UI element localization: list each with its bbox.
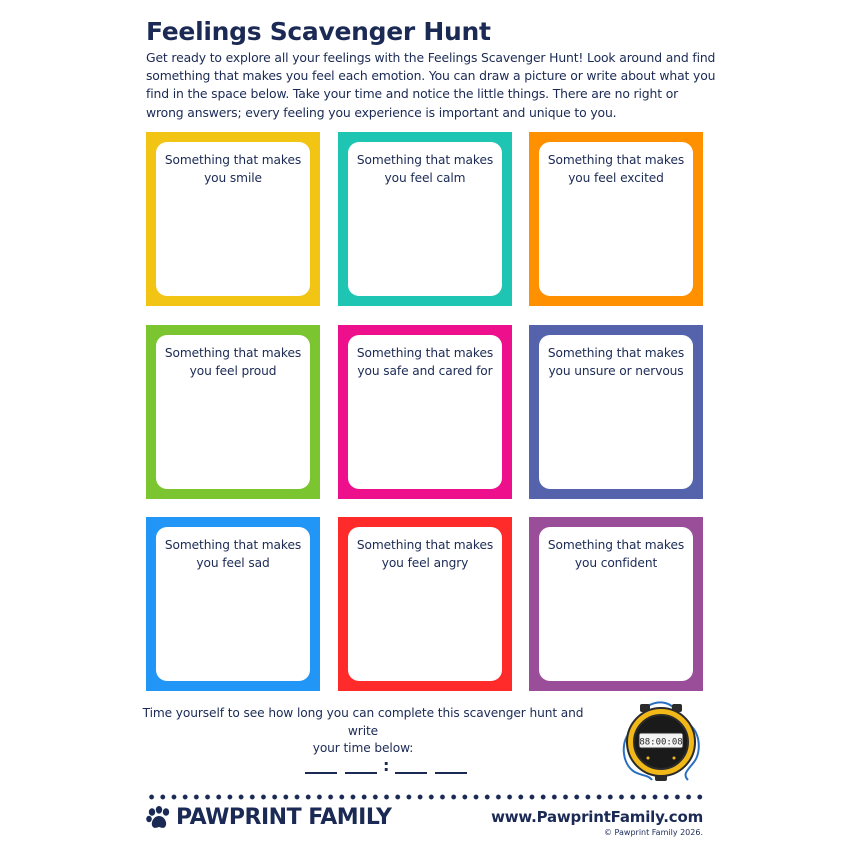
prompt-line2: you confident bbox=[574, 555, 658, 570]
prompt-line1: Something that makes bbox=[547, 538, 685, 552]
prompt-line2: you feel calm bbox=[384, 170, 466, 185]
drawing-area[interactable]: Something that makes you feel calm bbox=[348, 142, 502, 296]
feeling-box-excited[interactable]: Something that makes you feel excited bbox=[529, 132, 703, 306]
dotted-divider bbox=[146, 794, 706, 800]
prompt-line1: Something that makes bbox=[547, 346, 685, 360]
prompt-line2: you unsure or nervous bbox=[548, 363, 684, 378]
minutes-tens-blank[interactable] bbox=[305, 772, 337, 774]
prompt-line1: Something that makes bbox=[356, 346, 494, 360]
timer-instructions: Time yourself to see how long you can co… bbox=[140, 705, 586, 758]
feeling-box-confident[interactable]: Something that makes you confident bbox=[529, 517, 703, 691]
drawing-area[interactable]: Something that makes you feel angry bbox=[348, 527, 502, 681]
feeling-box-sad[interactable]: Something that makes you feel sad bbox=[146, 517, 320, 691]
brand-logo: PAWPRINT FAMILY bbox=[146, 805, 392, 830]
stopwatch-icon: 88:00:08 bbox=[618, 700, 704, 784]
drawing-area[interactable]: Something that makes you feel sad bbox=[156, 527, 310, 681]
intro-paragraph: Get ready to explore all your feelings w… bbox=[146, 50, 716, 120]
feeling-box-calm[interactable]: Something that makes you feel calm bbox=[338, 132, 512, 306]
prompt-line2: you feel excited bbox=[568, 170, 664, 185]
time-entry: : bbox=[305, 756, 468, 775]
prompt-line1: Something that makes bbox=[356, 538, 494, 552]
time-separator: : bbox=[383, 756, 390, 775]
page-title: Feelings Scavenger Hunt bbox=[146, 17, 491, 46]
feeling-box-smile[interactable]: Something that makes you smile bbox=[146, 132, 320, 306]
prompt-line2: you safe and cared for bbox=[357, 363, 493, 378]
seconds-ones-blank[interactable] bbox=[435, 772, 468, 774]
drawing-area[interactable]: Something that makes you safe and cared … bbox=[348, 335, 502, 489]
drawing-area[interactable]: Something that makes you feel excited bbox=[539, 142, 693, 296]
drawing-area[interactable]: Something that makes you feel proud bbox=[156, 335, 310, 489]
paw-icon bbox=[146, 806, 170, 828]
prompt-line1: Something that makes bbox=[547, 153, 685, 167]
prompt-line1: Something that makes bbox=[164, 538, 302, 552]
prompt-line1: Something that makes bbox=[164, 153, 302, 167]
svg-text:88:00:08: 88:00:08 bbox=[639, 738, 682, 748]
drawing-area[interactable]: Something that makes you unsure or nervo… bbox=[539, 335, 693, 489]
prompt-line2: you feel proud bbox=[189, 363, 277, 378]
seconds-tens-blank[interactable] bbox=[395, 772, 428, 774]
feeling-box-nervous[interactable]: Something that makes you unsure or nervo… bbox=[529, 325, 703, 499]
prompt-line1: Something that makes bbox=[356, 153, 494, 167]
website-link[interactable]: www.PawprintFamily.com bbox=[491, 808, 703, 826]
prompt-line1: Something that makes bbox=[164, 346, 302, 360]
copyright-notice: © Pawprint Family 2026. bbox=[604, 828, 703, 837]
timer-instruction-line1: Time yourself to see how long you can co… bbox=[142, 706, 584, 738]
feeling-box-angry[interactable]: Something that makes you feel angry bbox=[338, 517, 512, 691]
brand-name: PAWPRINT FAMILY bbox=[176, 805, 392, 830]
prompt-line2: you feel sad bbox=[196, 555, 270, 570]
feeling-box-proud[interactable]: Something that makes you feel proud bbox=[146, 325, 320, 499]
prompt-line2: you smile bbox=[204, 170, 262, 185]
feeling-box-safe[interactable]: Something that makes you safe and cared … bbox=[338, 325, 512, 499]
timer-instruction-line2: your time below: bbox=[312, 741, 414, 755]
drawing-area[interactable]: Something that makes you smile bbox=[156, 142, 310, 296]
prompt-line2: you feel angry bbox=[381, 555, 469, 570]
drawing-area[interactable]: Something that makes you confident bbox=[539, 527, 693, 681]
minutes-ones-blank[interactable] bbox=[345, 772, 377, 774]
